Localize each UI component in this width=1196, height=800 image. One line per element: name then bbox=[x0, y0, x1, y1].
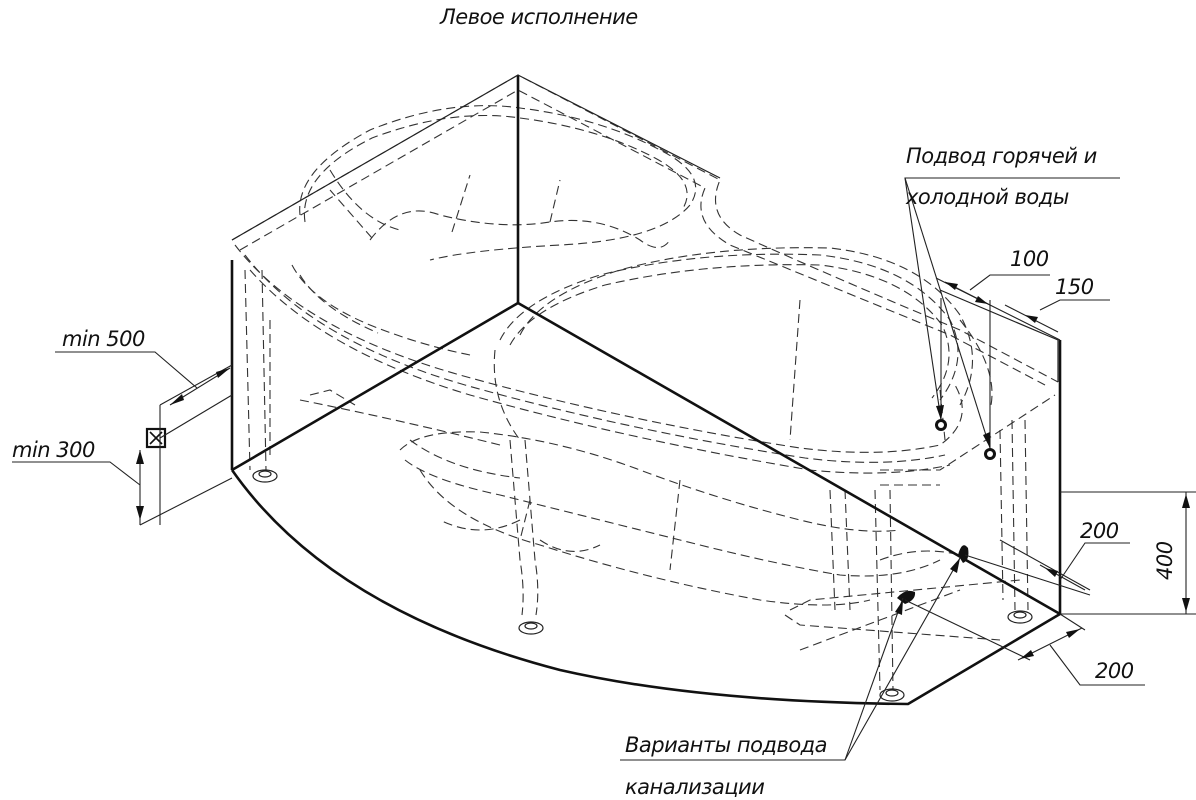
dim-200-lower-label: 200 bbox=[1095, 659, 1134, 683]
drain-option-1-icon bbox=[958, 545, 969, 563]
rim-right-edge bbox=[939, 289, 1059, 382]
dim-400-label: 400 bbox=[1153, 541, 1177, 580]
water-supply-label-line1: Подвод горячей и bbox=[906, 144, 1097, 168]
wall-floor-outline bbox=[230, 75, 1062, 706]
dimension-100-150: 100 150 bbox=[935, 247, 1110, 448]
dimension-min-300: min 300 bbox=[12, 438, 233, 526]
drain-label-line1: Варианты подвода bbox=[625, 733, 827, 757]
water-supply-label-line2: холодной воды bbox=[905, 185, 1069, 209]
dimension-min-500: min 500 bbox=[55, 327, 233, 525]
foot-pads bbox=[252, 469, 1033, 702]
drain-label-line2: канализации bbox=[625, 775, 764, 799]
min-300-label: min 300 bbox=[12, 438, 95, 462]
drain-callout: Варианты подвода канализации bbox=[620, 557, 961, 799]
rim-top-edge bbox=[231, 74, 721, 241]
water-supply-callout: Подвод горячей и холодной воды bbox=[904, 144, 1120, 449]
dimension-400: 400 bbox=[1060, 491, 1196, 615]
dim-200-upper-label: 200 bbox=[1080, 519, 1119, 543]
min-500-label: min 500 bbox=[62, 327, 145, 351]
dim-100-label: 100 bbox=[1010, 247, 1049, 271]
dim-150-label: 150 bbox=[1055, 275, 1094, 299]
dimension-200-lower: 200 bbox=[904, 599, 1145, 686]
electrical-socket-icon bbox=[145, 427, 167, 449]
bathtub-hidden-outline bbox=[231, 74, 1059, 691]
drain-option-2-icon bbox=[897, 590, 916, 604]
title-label: Левое исполнение bbox=[439, 5, 638, 29]
dimension-200-upper: 200 bbox=[964, 519, 1130, 596]
